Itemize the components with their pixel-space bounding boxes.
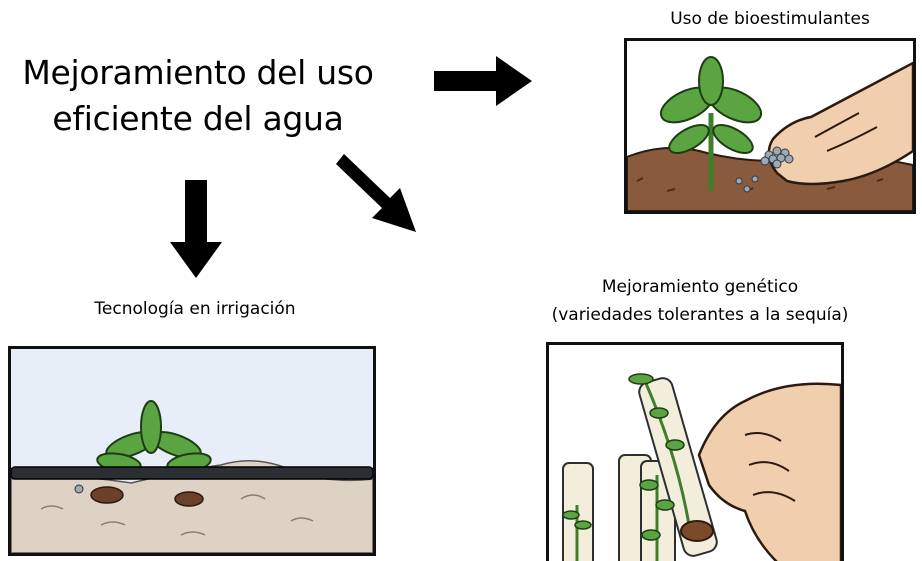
genetico-label-line2: (variedades tolerantes a la sequía)	[551, 305, 849, 325]
bioestimulantes-illustration	[624, 38, 916, 214]
drip-line	[11, 466, 373, 480]
genetico-illustration	[546, 342, 844, 561]
arrow-diagonal-icon	[336, 154, 416, 232]
arrow-down-icon	[170, 180, 222, 278]
main-title: Mejoramiento del uso eficiente del agua	[22, 53, 374, 138]
arrow-right-icon	[434, 56, 532, 106]
genetico-label-line1: Mejoramiento genético	[601, 277, 799, 297]
hand	[697, 382, 841, 561]
irrigacion-label: Tecnología en irrigación	[94, 299, 296, 319]
bioestimulantes-label: Uso de bioestimulantes	[670, 9, 870, 29]
irrigacion-illustration	[8, 346, 376, 556]
